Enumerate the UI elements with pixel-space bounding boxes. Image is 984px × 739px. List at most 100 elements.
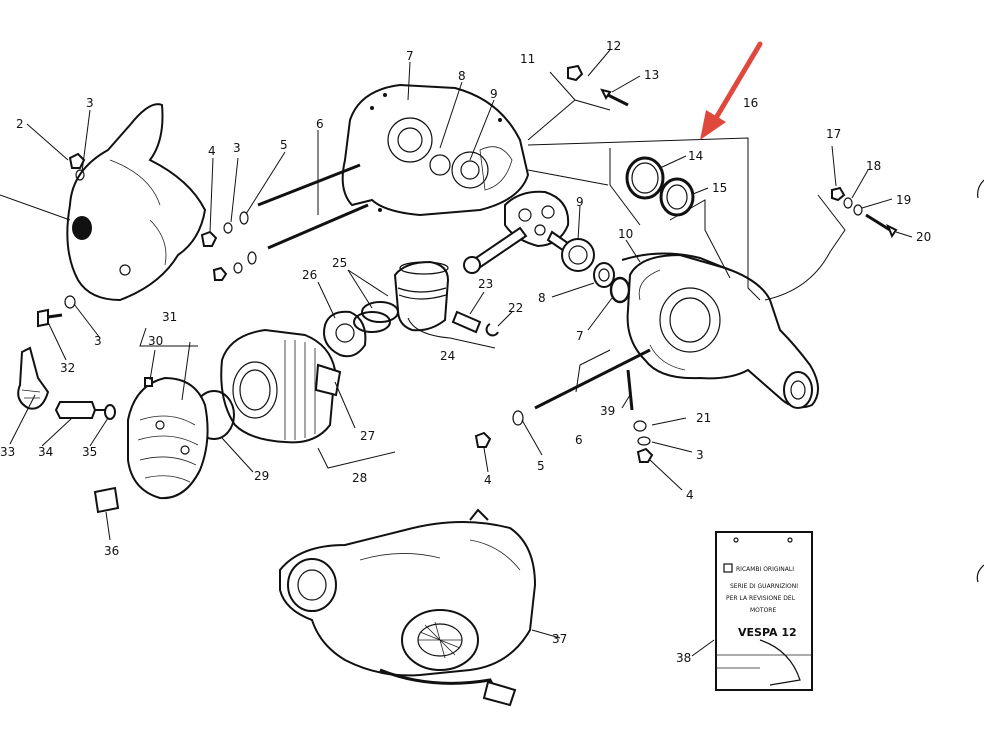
- main-bearing: [561, 238, 595, 272]
- stud-39: [626, 369, 634, 411]
- cylinder: [220, 328, 342, 444]
- cylinder-head: [127, 376, 209, 500]
- crankcase-right-half: [626, 253, 819, 409]
- label-35: 35: [82, 445, 97, 459]
- label-6-right: 6: [575, 433, 583, 447]
- label-34: 34: [38, 445, 53, 459]
- edge-fragment-top: [977, 179, 984, 199]
- oil-seal: [593, 262, 615, 288]
- label-9-top: 9: [490, 87, 498, 101]
- washer-3-mid: [223, 222, 243, 274]
- label-7-mid: 7: [576, 329, 584, 343]
- washer-3-right: [637, 436, 651, 446]
- label-37: 37: [552, 632, 567, 646]
- gasket-kit-model: VESPA 12: [738, 626, 797, 639]
- label-32: 32: [60, 361, 75, 375]
- red-pointer-arrow: [700, 41, 763, 140]
- retaining-ring: [609, 276, 631, 304]
- gasket-kit-line2: SERIE DI GUARNIZIONI: [730, 583, 798, 590]
- screw-13: [600, 88, 629, 107]
- bearing-15: [659, 177, 695, 217]
- label-4-bottom: 4: [484, 473, 492, 487]
- crankcase-left-half: [341, 83, 530, 217]
- label-39: 39: [600, 404, 615, 418]
- label-13: 13: [644, 68, 659, 82]
- label-30: 30: [148, 334, 163, 348]
- label-14: 14: [688, 149, 703, 163]
- assembled-engine: [279, 508, 537, 707]
- label-36: 36: [104, 544, 119, 558]
- spacer-tube: [93, 486, 120, 514]
- gasket-kit-line3: PER LA REVISIONE DEL: [726, 595, 796, 602]
- label-7-top: 7: [406, 49, 414, 63]
- label-3-right: 3: [696, 448, 704, 462]
- crankshaft: [463, 190, 577, 274]
- leader-lines: [9, 49, 913, 657]
- cooling-cowl: [0, 103, 207, 302]
- washer-3-top: [75, 169, 85, 181]
- bolt-32: [37, 308, 63, 328]
- piston-pin: [451, 310, 482, 334]
- label-33: 33: [0, 445, 15, 459]
- nut-4-left-lower: [212, 266, 228, 281]
- label-4-right: 4: [686, 488, 694, 502]
- label-3-left: 3: [94, 334, 102, 348]
- spark-plug: [54, 401, 105, 419]
- label-10: 10: [618, 227, 633, 241]
- gasket-kit-envelope: [715, 531, 813, 691]
- label-4-left: 4: [208, 144, 216, 158]
- label-22: 22: [508, 301, 523, 315]
- nut-2: [68, 152, 86, 169]
- washer-5-left: [239, 211, 257, 265]
- label-11: 11: [520, 52, 535, 66]
- label-9-mid: 9: [576, 195, 584, 209]
- circlip: [485, 323, 499, 337]
- gasket-10: [621, 252, 731, 271]
- label-12: 12: [606, 39, 621, 53]
- gasket-kit-line1: RICAMBI ORIGINALI: [736, 566, 794, 573]
- washer-19: [853, 204, 863, 216]
- nut-17: [831, 186, 846, 202]
- label-15: 15: [712, 181, 727, 195]
- label-19: 19: [896, 193, 911, 207]
- nut-4-right: [636, 447, 654, 463]
- label-8-mid: 8: [538, 291, 546, 305]
- label-38: 38: [676, 651, 691, 665]
- washer-5-bottom: [512, 410, 524, 426]
- label-16: 16: [743, 96, 758, 110]
- label-17: 17: [826, 127, 841, 141]
- label-21: 21: [696, 411, 711, 425]
- bolt-20: [865, 213, 898, 239]
- label-6-left: 6: [316, 117, 324, 131]
- label-20: 20: [916, 230, 931, 244]
- label-29: 29: [254, 469, 269, 483]
- label-25: 25: [332, 256, 347, 270]
- washer-18: [843, 197, 853, 209]
- label-27: 27: [360, 429, 375, 443]
- label-26: 26: [302, 268, 317, 282]
- stud-6-right: [534, 348, 651, 410]
- edge-fragment-bottom: [976, 564, 984, 583]
- label-8-top: 8: [458, 69, 466, 83]
- label-2: 2: [16, 117, 24, 131]
- label-3-mid: 3: [233, 141, 241, 155]
- seal-ring-14: [625, 156, 665, 200]
- label-23: 23: [478, 277, 493, 291]
- washer-3-left: [64, 295, 76, 309]
- washer-21: [633, 420, 647, 432]
- label-3-top: 3: [86, 96, 94, 110]
- studs-6-left: [257, 163, 369, 250]
- label-18: 18: [866, 159, 881, 173]
- cylinder-base-gasket: [323, 310, 367, 358]
- label-31: 31: [162, 310, 177, 324]
- piston: [393, 260, 450, 332]
- nut-4-left: [200, 230, 218, 247]
- label-28: 28: [352, 471, 367, 485]
- gasket-kit-line4: MOTORE: [750, 607, 776, 614]
- nut-12: [567, 64, 584, 82]
- piston-rings: [353, 301, 399, 333]
- spark-plug-washer: [104, 404, 116, 420]
- nut-4-bottom: [474, 431, 492, 448]
